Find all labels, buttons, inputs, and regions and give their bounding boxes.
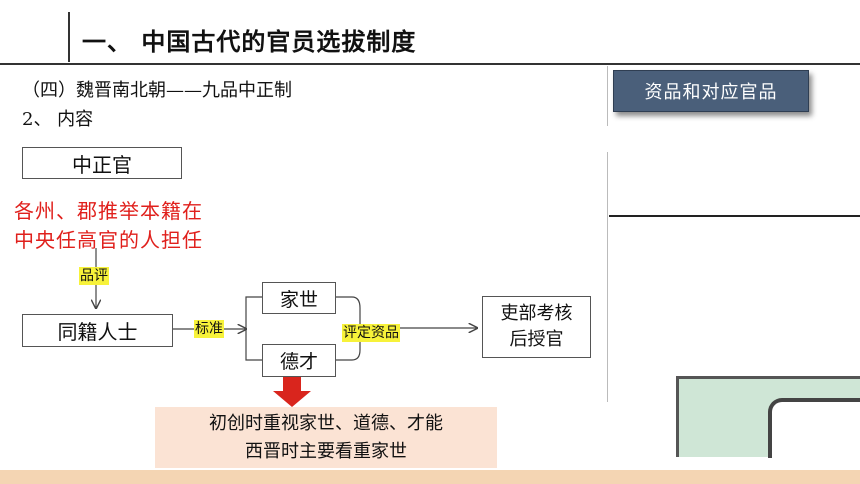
person-box: 同籍人士 xyxy=(22,314,173,347)
label-standard: 标准 xyxy=(194,320,224,338)
label-evaluate: 品评 xyxy=(79,267,109,285)
corner-frame xyxy=(0,12,70,62)
note-line2: 西晋时主要看重家世 xyxy=(245,440,407,462)
official-description-line2: 中央任高官的人担任 xyxy=(14,228,203,252)
note-line1: 初创时重视家世、道德、才能 xyxy=(209,412,443,434)
map-detail xyxy=(768,398,860,458)
ranks-button[interactable]: 资品和对应官品 xyxy=(613,70,809,112)
family-box: 家世 xyxy=(262,282,336,314)
bottom-bar xyxy=(0,470,860,484)
header-divider xyxy=(0,63,860,65)
side-panel-divider-top xyxy=(607,66,608,126)
page-title: 一、 中国古代的官员选拔制度 xyxy=(82,27,417,56)
virtue-box: 德才 xyxy=(262,344,336,377)
official-box: 中正官 xyxy=(22,147,182,179)
side-panel-divider xyxy=(607,152,608,402)
bracket-left xyxy=(245,296,262,361)
ranks-button-label: 资品和对应官品 xyxy=(644,82,778,103)
label-rank: 评定资品 xyxy=(342,324,400,342)
official-description-line1: 各州、郡推举本籍在 xyxy=(14,199,203,223)
result-box: 吏部考核 后授官 xyxy=(482,296,591,358)
note-box: 初创时重视家世、道德、才能 西晋时主要看重家世 xyxy=(155,407,497,468)
side-panel-line xyxy=(609,215,860,217)
section-heading: （四）魏晋南北朝——九品中正制 xyxy=(22,80,292,101)
section-subheading: 2、 内容 xyxy=(22,109,94,130)
red-down-arrow xyxy=(273,377,311,407)
